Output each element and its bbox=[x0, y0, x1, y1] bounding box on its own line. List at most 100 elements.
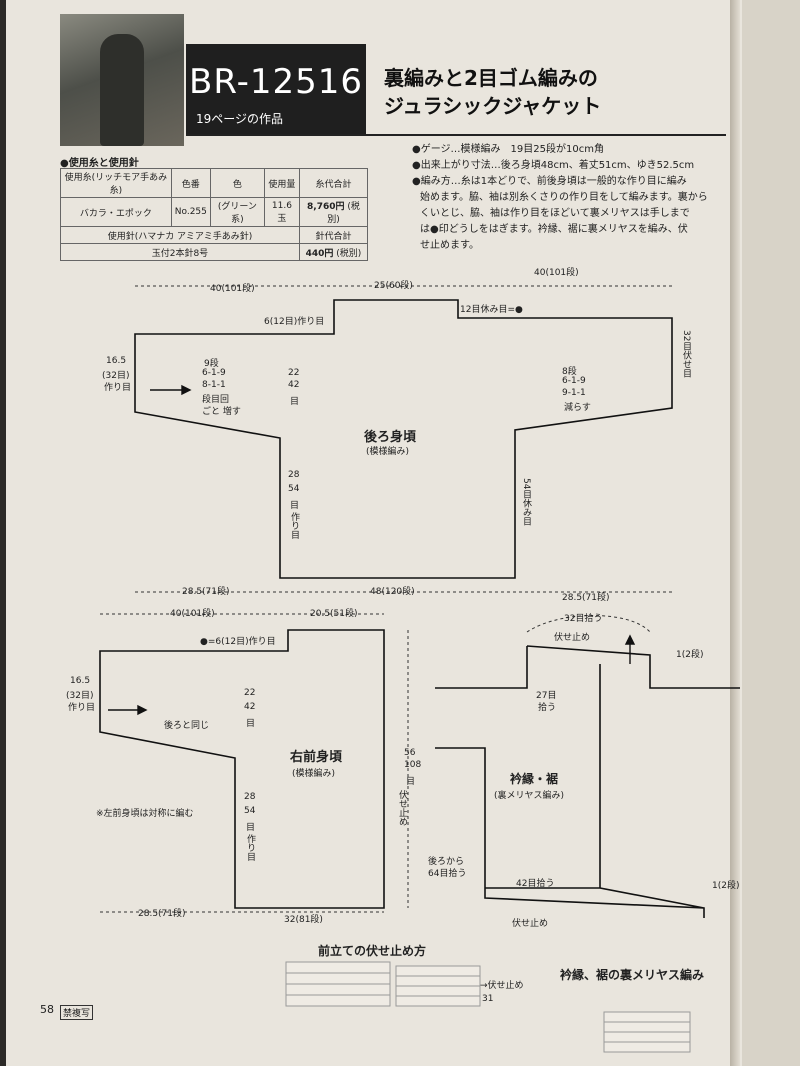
arrow-head bbox=[137, 704, 148, 716]
back-left-height: 作り目 bbox=[104, 383, 132, 393]
table-cell: 玉付2本針8号 bbox=[60, 243, 300, 261]
page-number: 58 bbox=[40, 1003, 54, 1016]
back-left-height: 16.5 bbox=[106, 356, 127, 366]
no-copy-badge: 禁複写 bbox=[60, 1005, 94, 1020]
front-mid-stitches: 22 bbox=[244, 688, 256, 698]
hem-bind-off: 伏せ止め bbox=[512, 919, 549, 929]
back-side-held: 54目休み目 bbox=[521, 478, 531, 526]
tax-note: (税別) bbox=[336, 248, 362, 259]
front-lower-cast-on: 作り目 bbox=[245, 834, 255, 861]
back-lower-stitches: 28 bbox=[288, 470, 300, 480]
garment-photo bbox=[60, 14, 184, 146]
front-lower-stitches: 目 bbox=[246, 823, 256, 833]
dim-bottom-left: 28.5(71段) bbox=[182, 587, 230, 597]
dimension-line bbox=[526, 615, 651, 633]
table-cell: 使用糸(リッチモア手あみ糸) bbox=[60, 168, 172, 198]
table-cell: No.255 bbox=[170, 197, 211, 227]
increase-note: 6-1-9 bbox=[202, 368, 226, 378]
collar-outline bbox=[435, 645, 740, 918]
materials-table: 使用糸(リッチモア手あみ糸) 色番 色 使用量 糸代合計 バカラ・エポック No… bbox=[60, 168, 369, 261]
decrease-note: 6-1-9 bbox=[562, 376, 586, 386]
hem-pick-42: 42目拾う bbox=[516, 879, 555, 889]
back-neck-cast-on: 6(12目)作り目 bbox=[264, 317, 325, 327]
bindoff-arrow-label: →伏せ止め bbox=[480, 981, 524, 991]
spec-line: ●編み方…糸は1本どりで、前後身頃は一般的な作り目に編み bbox=[412, 176, 687, 187]
spec-line: は●印どうしをはぎます。衿縁、裾に裏メリヤスを編み、伏 bbox=[420, 224, 688, 235]
table-cell: 色 bbox=[209, 168, 265, 198]
increase-note: ごと 増す bbox=[202, 407, 241, 417]
front-dim-top-left: 40(101段) bbox=[170, 609, 215, 619]
table-cell: バカラ・エポック bbox=[60, 197, 172, 227]
front-left-height: 作り目 bbox=[68, 703, 96, 713]
back-lower-cast-on: 作り目 bbox=[289, 512, 299, 539]
yarn-cost: 8,760円 bbox=[307, 202, 345, 212]
header-rule bbox=[186, 134, 726, 136]
collar-pattern: (裏メリヤス編み) bbox=[494, 791, 565, 801]
symmetry-note: ※左前身頃は対称に編む bbox=[96, 809, 194, 819]
reverse-stockinette-title: 衿縁、裾の裏メリヤス編み bbox=[560, 968, 705, 982]
same-as-back-note: 後ろと同じ bbox=[164, 721, 210, 731]
page-reference: 19ページの作品 bbox=[196, 112, 284, 126]
decrease-note: 減らす bbox=[564, 403, 591, 413]
arrow-head bbox=[181, 384, 192, 396]
back-right-bindoff: 32目伏せ目 bbox=[681, 330, 691, 378]
spec-line: せ止めます。 bbox=[420, 240, 479, 251]
collar-pick-27: 27目 bbox=[536, 691, 557, 701]
front-height: 目 bbox=[406, 777, 416, 787]
hem-pick-back: 後ろから bbox=[428, 857, 465, 867]
collar-name: 衿縁・裾 bbox=[510, 772, 559, 786]
collar-pick-up: 32目拾う bbox=[564, 614, 603, 624]
back-left-height: (32目) bbox=[102, 371, 130, 381]
front-left-height: (32目) bbox=[66, 691, 94, 701]
page-gutter bbox=[730, 0, 740, 1066]
front-neck-cast-on: ●=6(12目)作り目 bbox=[200, 637, 276, 647]
table-cell: 440円 (税別) bbox=[298, 243, 369, 261]
back-lower-stitches: 目 bbox=[290, 501, 300, 511]
table-cell: 8,760円 (税別) bbox=[298, 197, 369, 227]
spec-line: 始めます。脇、袖は別糸くさりの作り目をして編みます。裏から bbox=[420, 192, 708, 203]
front-bindoff: 伏せ止め bbox=[397, 790, 407, 826]
arrow-head bbox=[624, 634, 636, 645]
front-body-outline bbox=[99, 629, 385, 909]
table-row: 玉付2本針8号 440円 (税別) bbox=[60, 243, 369, 261]
pattern-code-box: BR-12516 19ページの作品 bbox=[186, 44, 366, 134]
front-height: 56 bbox=[404, 748, 416, 758]
title-line-1: 裏編みと2目ゴム編みの bbox=[384, 66, 598, 90]
back-body-outline bbox=[134, 299, 673, 579]
table-cell: 11.6玉 bbox=[263, 197, 300, 227]
back-held-stitches: 12目休み目=● bbox=[460, 305, 523, 315]
table-row: 使用糸(リッチモア手あみ糸) 色番 色 使用量 糸代合計 bbox=[60, 168, 369, 198]
spec-line: くいとじ、脇、袖は作り目をほどいて裏メリヤスは手しまで bbox=[420, 208, 690, 219]
front-body-pattern: (模様編み) bbox=[292, 769, 336, 779]
back-lower-stitches: 54 bbox=[288, 484, 300, 494]
hem-rows: 1(2段) bbox=[712, 881, 740, 891]
dim-bottom-mid: 48(120段) bbox=[370, 587, 415, 597]
back-body-pattern: (模様編み) bbox=[366, 447, 410, 457]
hem-pick-back: 64目拾う bbox=[428, 869, 467, 879]
model-figure bbox=[100, 34, 144, 146]
increase-note: 9段 bbox=[204, 359, 219, 369]
front-height: 108 bbox=[404, 760, 422, 770]
front-lower-stitches: 28 bbox=[244, 792, 256, 802]
dim-top-left: 40(101段) bbox=[210, 284, 255, 294]
pattern-code: BR-12516 bbox=[189, 62, 363, 102]
dim-top-right: 40(101段) bbox=[534, 268, 579, 278]
decrease-note: 8段 bbox=[562, 367, 577, 377]
needle-cost: 440円 bbox=[305, 248, 334, 259]
front-body-name: 右前身頃 bbox=[290, 750, 343, 765]
back-mid-stitches: 22 bbox=[288, 368, 300, 378]
table-row: 使用針(ハマナカ アミアミ手あみ針) 針代合計 bbox=[60, 226, 369, 244]
front-mid-stitches: 目 bbox=[246, 719, 256, 729]
collar-bind-off: 伏せ止め bbox=[554, 633, 591, 643]
chart-row-number: 31 bbox=[482, 994, 494, 1004]
dim-top-mid: 25(60段) bbox=[374, 281, 413, 291]
spec-line: ●出来上がり寸法…後ろ身頃48cm、着丈51cm、ゆき52.5cm bbox=[412, 160, 695, 171]
table-cell: 使用量 bbox=[263, 168, 300, 198]
back-mid-stitches: 42 bbox=[288, 380, 300, 390]
back-mid-stitches: 目 bbox=[290, 397, 300, 407]
table-row: バカラ・エポック No.255 (グリーン系) 11.6玉 8,760円 (税別… bbox=[60, 197, 369, 227]
decrease-note: 9-1-1 bbox=[562, 388, 586, 398]
increase-note: 段目回 bbox=[202, 395, 230, 405]
